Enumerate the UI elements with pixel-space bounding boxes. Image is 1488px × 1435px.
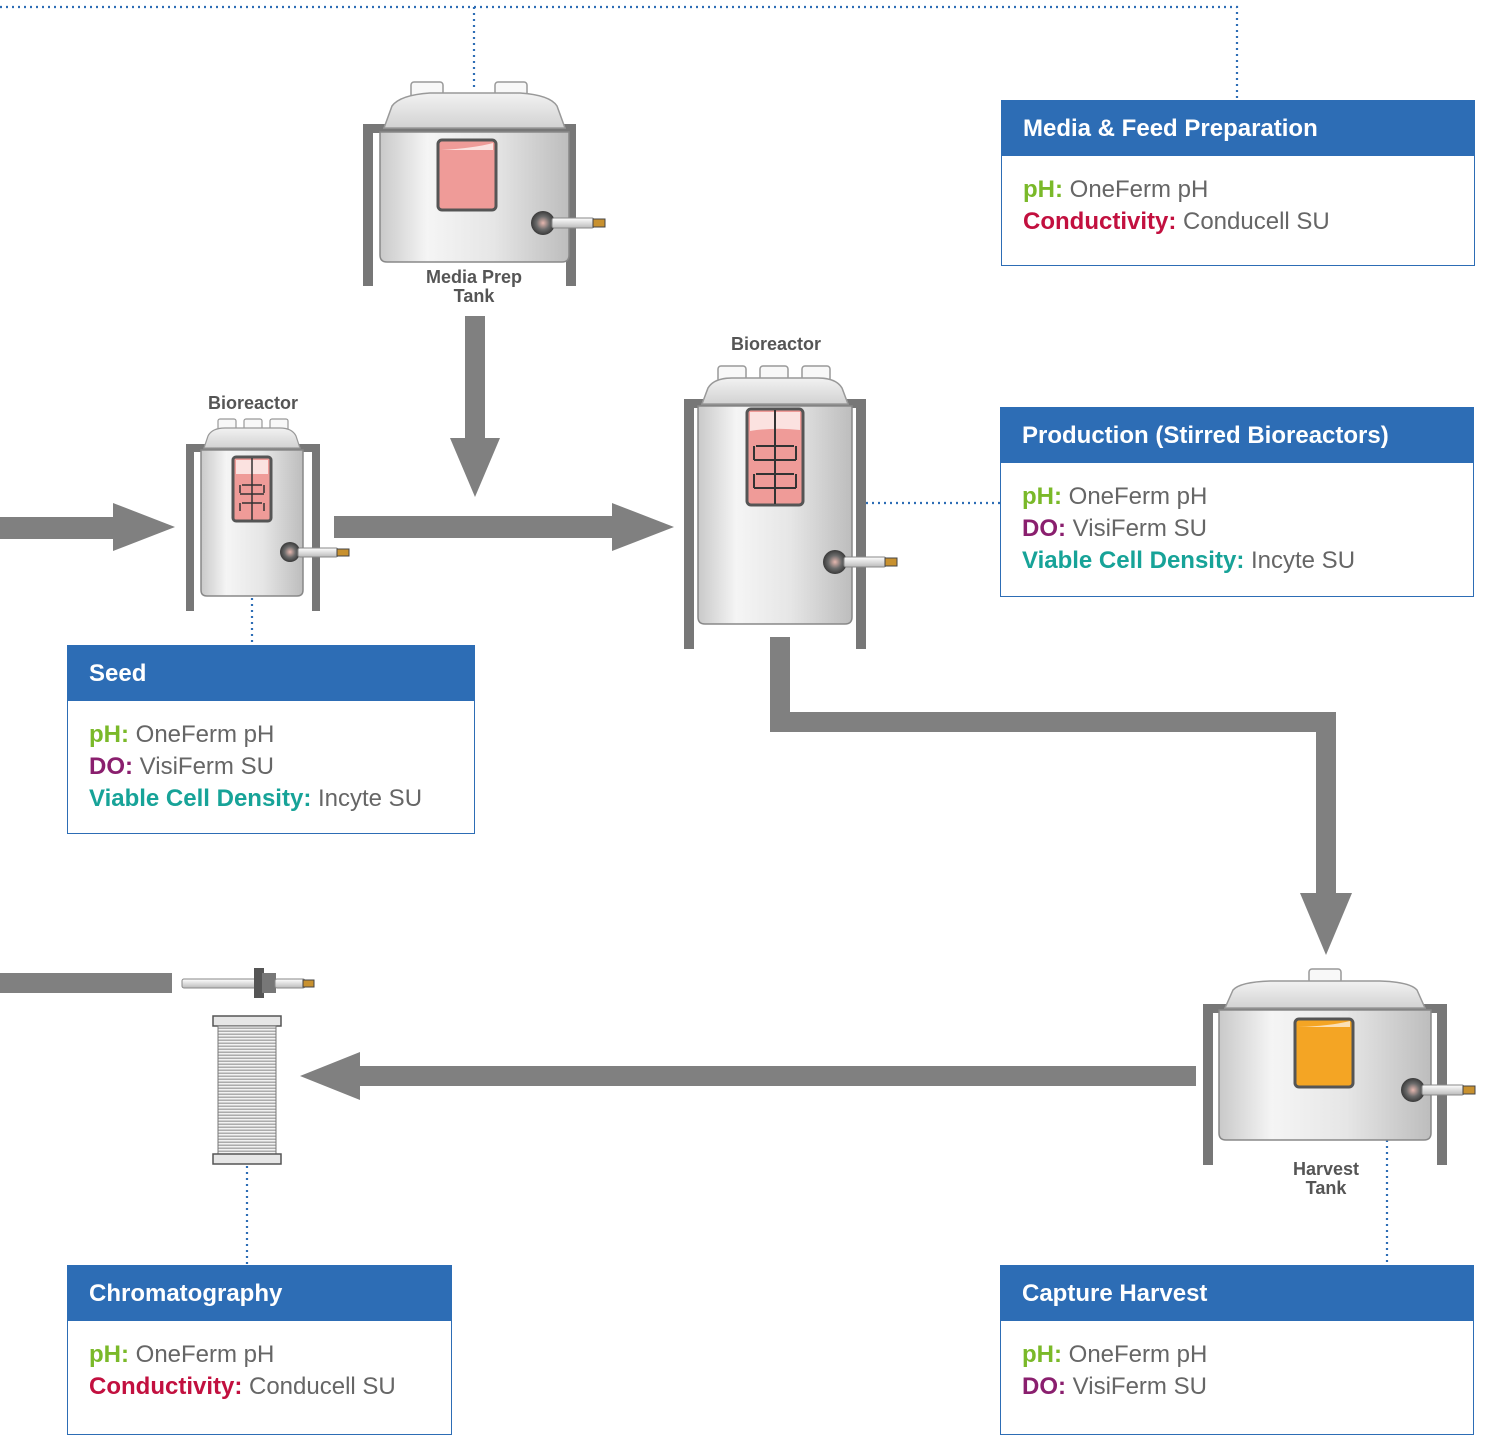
media-prep-tank-label: Media Prep Tank xyxy=(404,268,544,306)
production-do-row: DO: VisiFerm SU xyxy=(1022,513,1473,545)
production-bioreactor xyxy=(684,365,898,649)
media-feed-ph-row: pH: OneFerm pH xyxy=(1023,174,1474,206)
ph-value: OneFerm pH xyxy=(128,1341,275,1368)
panel-chromatography: Chromatography pH: OneFerm pH Conductivi… xyxy=(67,1265,452,1435)
harvest-label-line2: Tank xyxy=(1305,1178,1347,1198)
vcd-value: Incyte SU xyxy=(1244,547,1356,574)
conductivity-key: Conductivity: xyxy=(89,1373,243,1400)
arrow-harvest-to-column xyxy=(300,1052,1196,1100)
conductivity-key: Conductivity: xyxy=(1023,208,1177,235)
do-key: DO: xyxy=(89,753,133,780)
vcd-value: Incyte SU xyxy=(311,785,423,812)
panel-capture-harvest-body: pH: OneFerm pH DO: VisiFerm SU xyxy=(1001,1321,1473,1403)
panel-production-title: Production (Stirred Bioreactors) xyxy=(1001,408,1473,463)
ph-key: pH: xyxy=(89,1341,129,1368)
ph-key: pH: xyxy=(89,721,129,748)
connector-top xyxy=(0,5,1239,100)
panel-media-feed: Media & Feed Preparation pH: OneFerm pH … xyxy=(1001,100,1475,266)
connectors xyxy=(0,5,1389,1265)
panel-chromatography-title: Chromatography xyxy=(68,1266,451,1321)
do-value: VisiFerm SU xyxy=(1066,515,1207,542)
seed-ph-row: pH: OneFerm pH xyxy=(89,719,474,751)
seed-vcd-row: Viable Cell Density: Incyte SU xyxy=(89,783,474,815)
panel-seed-body: pH: OneFerm pH DO: VisiFerm SU Viable Ce… xyxy=(68,701,474,815)
panel-chromatography-body: pH: OneFerm pH Conductivity: Conducell S… xyxy=(68,1321,451,1403)
conductivity-value: Conducell SU xyxy=(242,1373,396,1400)
seed-bioreactor-label-text: Bioreactor xyxy=(207,393,299,413)
capture-do-row: DO: VisiFerm SU xyxy=(1022,1371,1473,1403)
media-prep-label-line2: Tank xyxy=(453,286,495,306)
ph-value: OneFerm pH xyxy=(1062,176,1209,203)
production-bioreactor-label-text: Bioreactor xyxy=(730,334,822,354)
production-bioreactor-label: Bioreactor xyxy=(706,335,846,354)
do-key: DO: xyxy=(1022,1373,1066,1400)
flow-arrows xyxy=(0,316,1352,1100)
ph-value: OneFerm pH xyxy=(128,721,275,748)
arrow-seed-to-production xyxy=(334,503,674,551)
seed-bioreactor-label: Bioreactor xyxy=(183,394,323,413)
media-prep-label-line1: Media Prep xyxy=(425,267,523,287)
seed-bioreactor xyxy=(186,418,350,611)
do-key: DO: xyxy=(1022,515,1066,542)
panel-media-feed-body: pH: OneFerm pH Conductivity: Conducell S… xyxy=(1002,156,1474,238)
panel-production: Production (Stirred Bioreactors) pH: One… xyxy=(1000,407,1474,597)
media-feed-conductivity-row: Conductivity: Conducell SU xyxy=(1023,206,1474,238)
production-vcd-row: Viable Cell Density: Incyte SU xyxy=(1022,545,1473,577)
arrow-to-seed xyxy=(0,503,175,551)
ph-key: pH: xyxy=(1022,1341,1062,1368)
chromatography-column xyxy=(181,968,315,1165)
conductivity-value: Conducell SU xyxy=(1176,208,1330,235)
do-value: VisiFerm SU xyxy=(133,753,274,780)
panel-capture-harvest-title: Capture Harvest xyxy=(1001,1266,1473,1321)
panel-seed: Seed pH: OneFerm pH DO: VisiFerm SU Viab… xyxy=(67,645,475,834)
media-liquid-window xyxy=(436,138,498,212)
vcd-key: Viable Cell Density: xyxy=(1022,547,1245,574)
harvest-tank-label: Harvest Tank xyxy=(1256,1160,1396,1198)
harvest-label-line1: Harvest xyxy=(1292,1159,1360,1179)
panel-media-feed-title: Media & Feed Preparation xyxy=(1002,101,1474,156)
media-prep-tank xyxy=(363,81,606,286)
outflow-pipe xyxy=(0,973,172,993)
ph-key: pH: xyxy=(1022,483,1062,510)
panel-production-body: pH: OneFerm pH DO: VisiFerm SU Viable Ce… xyxy=(1001,463,1473,577)
vcd-key: Viable Cell Density: xyxy=(89,785,312,812)
panel-capture-harvest: Capture Harvest pH: OneFerm pH DO: VisiF… xyxy=(1000,1265,1474,1435)
ph-value: OneFerm pH xyxy=(1061,483,1208,510)
ph-key: pH: xyxy=(1023,176,1063,203)
arrow-media-down xyxy=(450,316,500,497)
panel-seed-title: Seed xyxy=(68,646,474,701)
ph-value: OneFerm pH xyxy=(1061,1341,1208,1368)
chromatography-conductivity-row: Conductivity: Conducell SU xyxy=(89,1371,451,1403)
production-ph-row: pH: OneFerm pH xyxy=(1022,481,1473,513)
arrow-production-to-harvest xyxy=(770,637,1352,955)
harvest-liquid-window xyxy=(1293,1017,1355,1089)
harvest-tank xyxy=(1203,968,1476,1165)
capture-ph-row: pH: OneFerm pH xyxy=(1022,1339,1473,1371)
do-value: VisiFerm SU xyxy=(1066,1373,1207,1400)
chromatography-ph-row: pH: OneFerm pH xyxy=(89,1339,451,1371)
seed-do-row: DO: VisiFerm SU xyxy=(89,751,474,783)
